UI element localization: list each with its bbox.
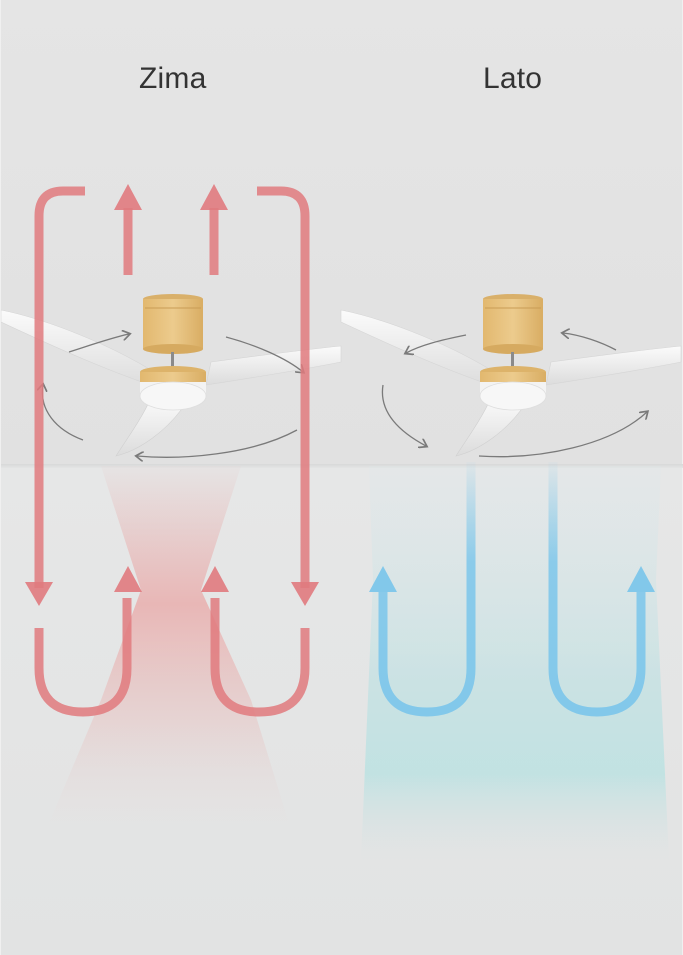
rotation-arrow-icon: [381, 333, 647, 458]
summer-panel: [340, 293, 682, 860]
winter-panel: [1, 184, 342, 830]
winter-title: Zima: [139, 62, 207, 95]
ceiling-edge: [1, 464, 683, 468]
ceiling-fan-icon: [340, 293, 682, 457]
cool-air-glow: [361, 466, 669, 860]
summer-title: Lato: [483, 62, 543, 95]
warm-air-glow: [46, 466, 291, 830]
airflow-arrow-icon: [34, 186, 310, 717]
ceiling-fan-icon: [1, 293, 342, 457]
airflow-arrow-icon: [378, 462, 646, 717]
